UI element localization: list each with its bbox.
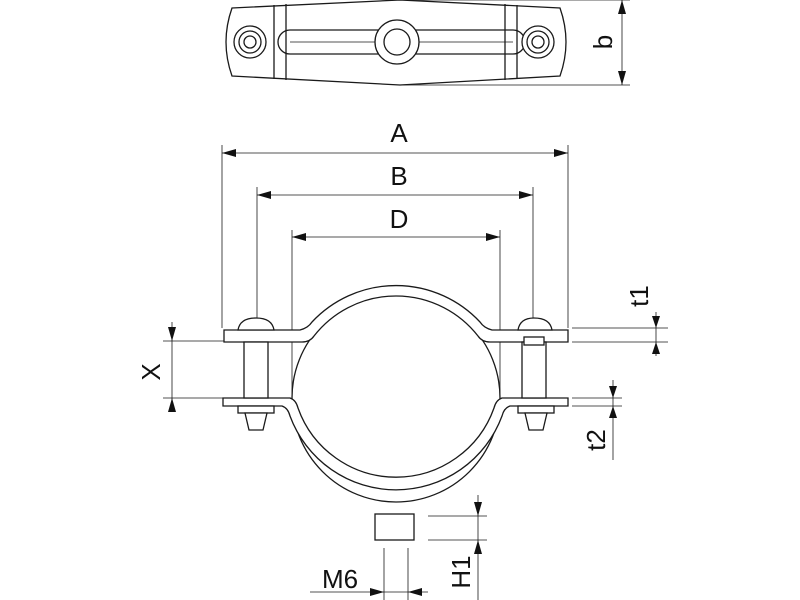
dimension-label-H1: H1 xyxy=(446,555,476,588)
dimension-label-M6: M6 xyxy=(322,564,358,594)
dimension-label-D: D xyxy=(390,204,409,234)
front-view xyxy=(163,145,668,600)
dimension-label-t1: t1 xyxy=(624,285,654,307)
top-view xyxy=(225,0,630,86)
dimension-label-A: A xyxy=(390,118,408,148)
dimension-label-X: X xyxy=(136,363,166,380)
dimension-label-t2: t2 xyxy=(581,429,611,451)
dimension-label-B: B xyxy=(390,161,407,191)
dimension-label-b: b xyxy=(588,35,618,49)
